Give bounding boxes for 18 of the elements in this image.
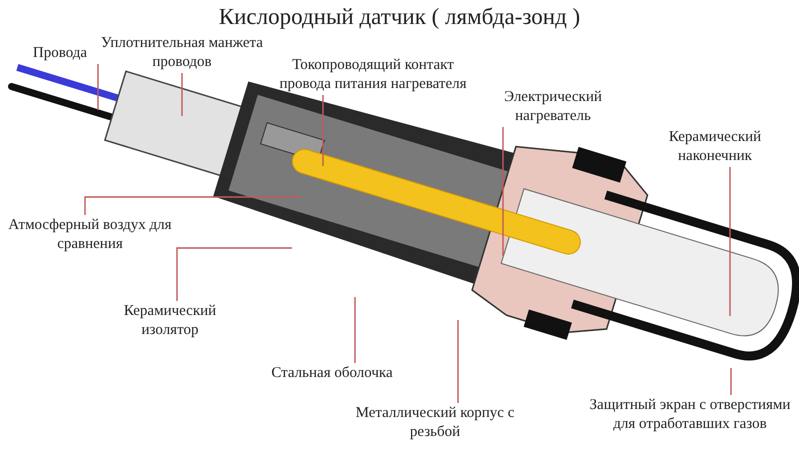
leader-line [354,297,356,363]
leader-line [729,167,731,316]
leader-line [502,127,504,256]
leader-line [176,247,292,301]
part-label: Защитный экран с отверстиями для отработавших газов [580,396,799,434]
part-label: Атмосферный воздух для сравнения [0,216,180,254]
part-label: Токопроводящий контакт провода питания нагревателя [278,56,468,94]
diagram-title: Кислородный датчик ( лямбда-зонд ) [218,4,582,30]
leader-line [457,320,459,403]
leader-line [97,64,99,110]
part-label: Электрический нагреватель [470,88,636,126]
leader-line [84,196,300,215]
leader-line [730,368,732,395]
part-label: Стальная оболочка [252,364,412,383]
part-label: Металлический корпус с резьбой [350,404,520,442]
leader-line [181,73,183,116]
part-label: Керамический изолятор [100,302,240,340]
part-label: Керамический наконечник [640,128,790,166]
